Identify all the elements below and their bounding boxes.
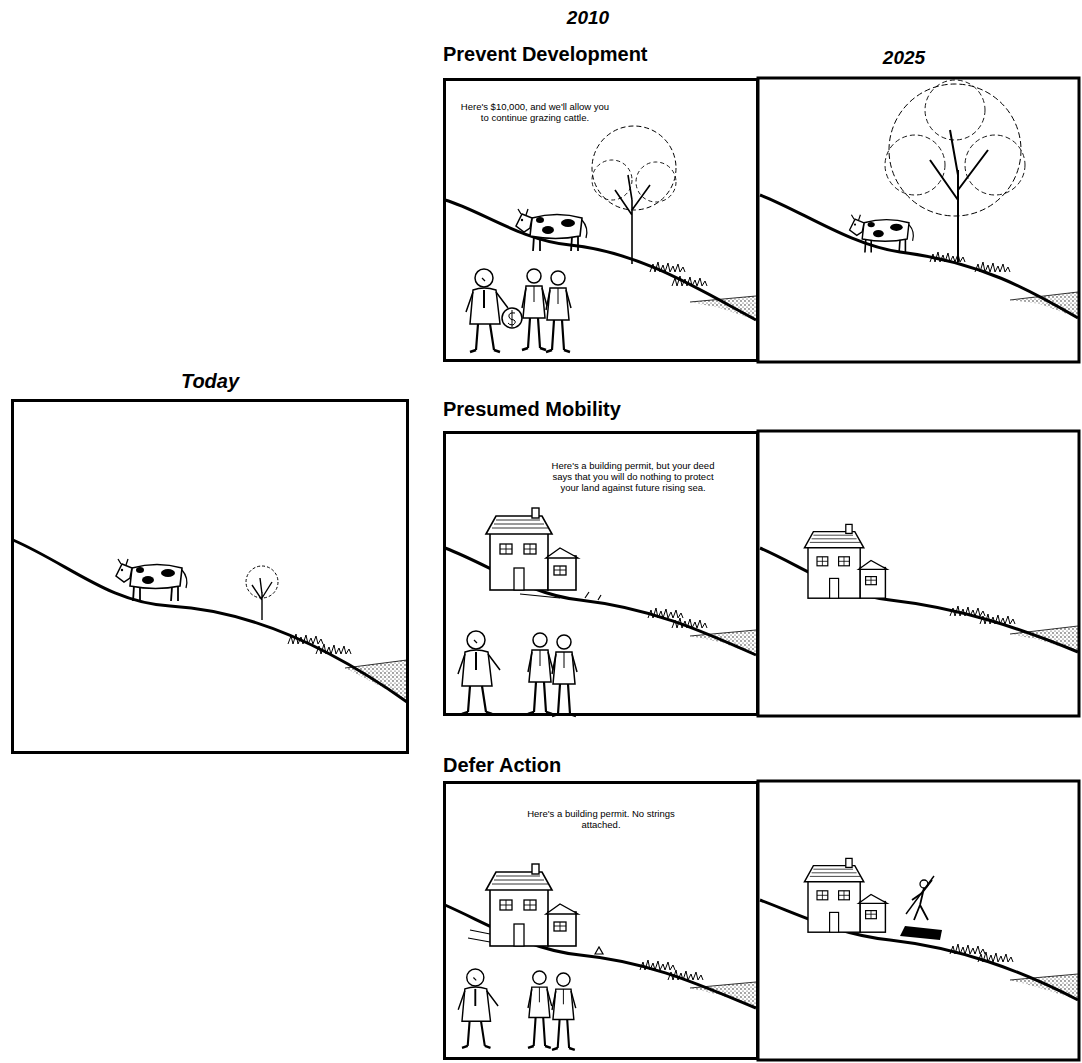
drawing-path: [468, 930, 603, 954]
drawing-use: [546, 271, 571, 352]
mobility-2010-scene: [445, 508, 756, 716]
panel-frame: [758, 781, 1079, 1060]
panel-heading: Defer Action: [443, 753, 763, 777]
comic-panel: Defer ActionHere's a building permit. No…: [443, 781, 759, 1060]
drawing-path: [906, 876, 934, 914]
drawing-use: [516, 209, 587, 251]
drawing-path: [900, 926, 942, 940]
drawing-use: [672, 618, 707, 628]
drawing-circle: [592, 126, 676, 210]
drawing-circle: [592, 160, 632, 200]
prevent-2010-scene: [445, 126, 756, 352]
drawing-use: [528, 971, 552, 1048]
drawing-use: [552, 635, 577, 716]
drawing-use: [116, 559, 187, 601]
drawing-path: [252, 578, 272, 620]
drawing-use: [980, 614, 1015, 624]
prevent-2025-scene: [760, 80, 1078, 318]
panel-frame: [758, 78, 1079, 362]
drawing-use: [458, 631, 500, 714]
drawing-circle: [636, 162, 676, 202]
drawing-polygon: [690, 296, 756, 320]
drawing-use: [316, 644, 351, 654]
panel-frame: [758, 431, 1079, 716]
drawing-use: [458, 969, 498, 1048]
drawing-use: [975, 262, 1010, 272]
drawing-use: [672, 276, 707, 286]
drawing-use: [930, 252, 965, 262]
drawing-use: [804, 858, 887, 932]
panel-heading: Prevent Development: [443, 42, 763, 66]
drawing-path: [508, 310, 515, 327]
drawing-use: [486, 508, 578, 590]
defer-2010-scene: [445, 864, 756, 1050]
drawing-use: [950, 606, 985, 616]
drawing-circle: [502, 308, 522, 328]
drawing-use: [850, 215, 914, 253]
mobility-2025-scene: [760, 524, 1078, 652]
drawing-circle: [889, 84, 1021, 216]
drawing-use: [650, 262, 685, 272]
drawing-use: [804, 524, 887, 598]
defer-2025-scene: [760, 858, 1078, 1000]
speech-text: Here's a building permit. No strings att…: [516, 808, 686, 830]
drawing-path: [520, 592, 601, 600]
panel-heading: Today: [14, 369, 406, 393]
drawing-path: [13, 540, 407, 702]
today-scene: [13, 540, 407, 702]
drawing-use: [950, 944, 985, 954]
speech-text: Here's $10,000, and we'll allow you to c…: [460, 101, 610, 123]
speech-text: Here's a building permit, but your deed …: [542, 460, 724, 493]
drawing-path: [615, 175, 650, 264]
drawing-polygon: [1010, 292, 1078, 318]
drawing-use: [978, 952, 1013, 962]
drawing-use: [528, 633, 553, 714]
comic-panel: Today: [11, 399, 409, 754]
drawing-use: [522, 269, 547, 350]
drawing-use: [552, 973, 576, 1050]
drawing-circle: [885, 135, 945, 195]
comic-panel: Prevent DevelopmentHere's $10,000, and w…: [443, 78, 759, 362]
drawing-use: [486, 864, 578, 946]
comic-panel: Presumed MobilityHere's a building permi…: [443, 431, 759, 716]
drawing-use: [668, 970, 703, 980]
drawing-path: [930, 130, 988, 262]
drawing-path: [760, 195, 1078, 318]
year-label: 2025: [864, 46, 944, 69]
drawing-path: [912, 880, 932, 920]
drawing-use: [466, 269, 508, 352]
drawing-circle: [965, 135, 1025, 195]
drawing-use: [648, 608, 683, 618]
year-label: 2010: [548, 6, 628, 29]
drawing-use: [288, 634, 323, 644]
drawing-circle: [925, 80, 985, 140]
drawing-use: [640, 960, 675, 970]
drawing-circle: [246, 566, 278, 598]
panel-heading: Presumed Mobility: [443, 397, 763, 421]
